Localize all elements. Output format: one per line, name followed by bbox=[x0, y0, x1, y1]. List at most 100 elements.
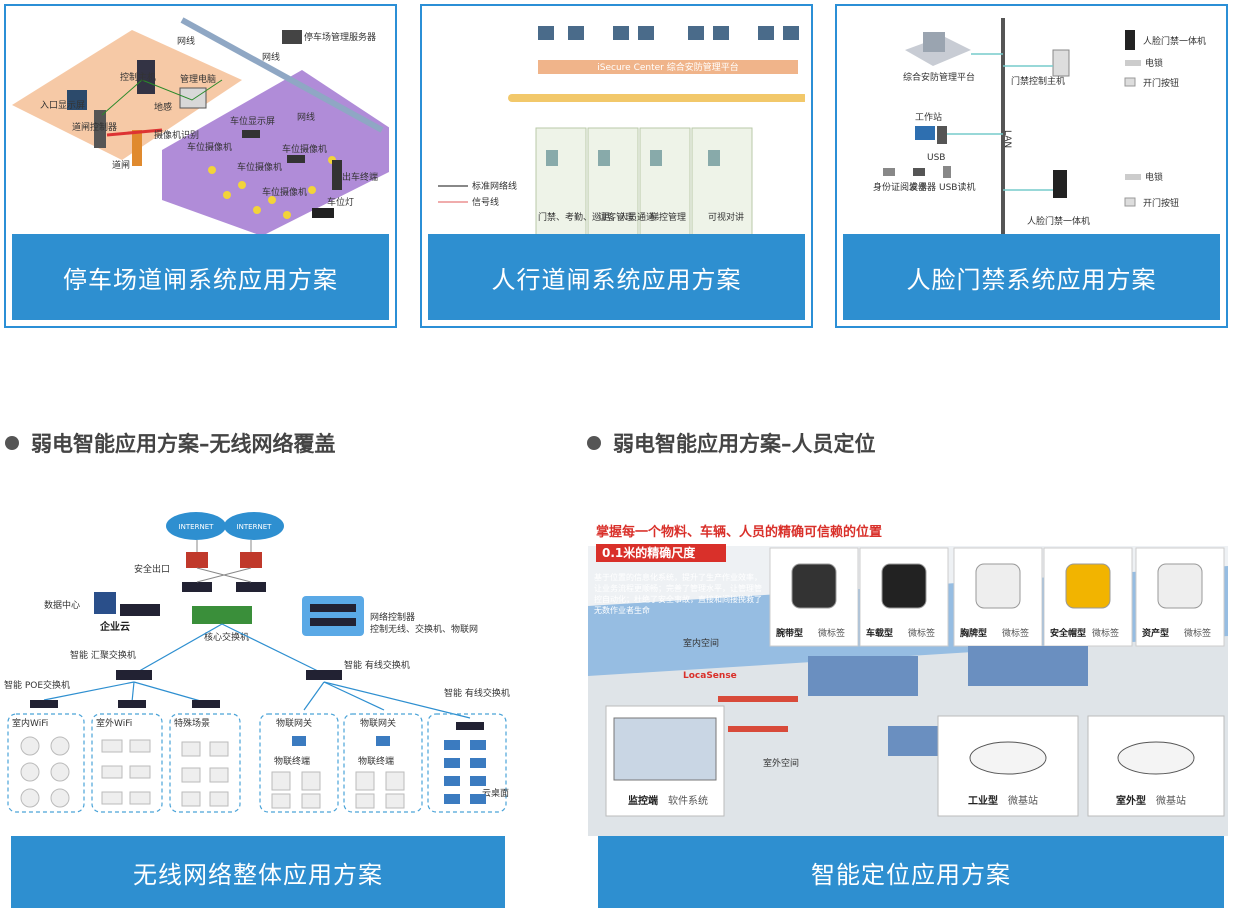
tag-kind: 微标签 bbox=[1184, 627, 1211, 639]
parking-label: 道闸 bbox=[112, 159, 130, 171]
positioning-banner[interactable]: 智能定位应用方案 bbox=[598, 836, 1224, 908]
parking-label: 控制主机 bbox=[120, 71, 156, 83]
tag-device-icon bbox=[1065, 563, 1111, 609]
datacenter-label: 数据中心 bbox=[44, 599, 80, 611]
legend-signal: 信号线 bbox=[472, 196, 499, 208]
face-label: 发卡器 bbox=[909, 181, 936, 193]
indoor-wifi-label: 室内WiFi bbox=[12, 717, 48, 729]
netctrl-note: 控制无线、交换机、物联网 bbox=[370, 623, 478, 635]
parking-label: 入口显示屏 bbox=[40, 100, 85, 111]
tag-type: 资产型 bbox=[1142, 627, 1169, 639]
agg-switch-label: 智能 汇聚交换机 bbox=[70, 649, 136, 661]
group-label: 访客管理 bbox=[598, 211, 634, 223]
face-label: USB读机 bbox=[939, 181, 975, 193]
iot-terminal-label: 物联终端 bbox=[274, 755, 310, 767]
tag-type: 胸牌型 bbox=[960, 627, 987, 639]
positioning-desc: 基于位置的信息化系统，提升了生产作业效率，让业务流程更顺畅；完善了管理水平，让管… bbox=[594, 573, 762, 615]
parking-label: 网线 bbox=[297, 111, 315, 123]
card-banner[interactable]: 人行道闸系统应用方案 bbox=[428, 234, 805, 320]
positioning-diagram: 掌握每一个物料、车辆、人员的精确可信赖的位置 0.1米的精确尺度 基于位置的信息… bbox=[588, 496, 1228, 836]
card-banner[interactable]: 停车场道闸系统应用方案 bbox=[12, 234, 389, 320]
wireless-banner[interactable]: 无线网络整体应用方案 bbox=[11, 836, 505, 908]
pedestrian-gate-diagram: iSecure Center 综合安防管理平台 标准网络线 信号线 门禁、考勤、… bbox=[428, 10, 805, 236]
tag-kind: 微标签 bbox=[818, 627, 845, 639]
face-label: LAN bbox=[1002, 130, 1012, 148]
platform-label: 综合安防管理平台 bbox=[903, 71, 975, 83]
parking-label: 出车终端 bbox=[342, 171, 378, 183]
iot-terminal-label: 物联终端 bbox=[358, 755, 394, 767]
scene-label: LocaSense bbox=[683, 671, 737, 681]
legend-network: 标准网络线 bbox=[472, 180, 517, 192]
section-heading-positioning: 弱电智能应用方案–人员定位 bbox=[587, 428, 876, 458]
parking-label: 车位摄像机 bbox=[187, 141, 232, 153]
platform-label: iSecure Center 综合安防管理平台 bbox=[597, 61, 738, 73]
face-label: 开门按钮 bbox=[1143, 77, 1179, 89]
scene-label: 室外空间 bbox=[763, 757, 799, 769]
parking-label: 道闸控制器 bbox=[72, 121, 117, 133]
face-label: 人脸门禁一体机 bbox=[1143, 35, 1206, 47]
tag-type: 安全帽型 bbox=[1050, 627, 1086, 639]
card-banner[interactable]: 人脸门禁系统应用方案 bbox=[843, 234, 1220, 320]
tag-type: 腕带型 bbox=[776, 627, 803, 639]
section-heading-wireless: 弱电智能应用方案–无线网络覆盖 bbox=[5, 428, 336, 458]
iot-gateway-label: 物联网关 bbox=[276, 717, 312, 729]
face-access-diagram: 综合安防管理平台 门禁控制主机 人脸门禁一体机 电锁 开门按钮 工作站 LAN … bbox=[843, 10, 1220, 236]
tag-device-icon bbox=[791, 563, 837, 609]
face-label: 电锁 bbox=[1145, 57, 1163, 69]
station-kind: 微基站 bbox=[1008, 794, 1038, 807]
parking-gate-card[interactable]: 停车场管理服务器 网线 网线 网线 控制主机 管理电脑 入口显示屏 道闸控制器 … bbox=[4, 4, 397, 328]
cloud-desktop-label: 云桌面 bbox=[482, 787, 509, 799]
core-switch-label: 核心交换机 bbox=[204, 631, 249, 643]
tag-device-icon bbox=[1157, 563, 1203, 609]
tag-kind: 微标签 bbox=[1002, 627, 1029, 639]
bullet-icon bbox=[5, 436, 19, 450]
station-type: 室外型 bbox=[1116, 794, 1146, 807]
parking-gate-diagram: 停车场管理服务器 网线 网线 网线 控制主机 管理电脑 入口显示屏 道闸控制器 … bbox=[12, 10, 389, 236]
wired-switch-label: 智能 有线交换机 bbox=[344, 659, 410, 671]
group-label: 门禁、考勤、巡更、人员通道 bbox=[538, 211, 655, 223]
face-label: 身份证阅读器 bbox=[873, 181, 927, 193]
parking-label: 车位摄像机 bbox=[237, 161, 282, 173]
scene-label: 室内空间 bbox=[683, 637, 719, 649]
face-label: 工作站 bbox=[915, 111, 942, 123]
parking-label: 网线 bbox=[262, 51, 280, 63]
tag-device-icon bbox=[881, 563, 927, 609]
station-kind: 微基站 bbox=[1156, 794, 1186, 807]
face-label: 门禁控制主机 bbox=[1011, 75, 1065, 87]
positioning-subline: 0.1米的精确尺度 bbox=[602, 545, 696, 560]
monitor-type: 监控端 bbox=[628, 794, 658, 807]
tag-cards: 腕带型微标签车载型微标签胸牌型微标签安全帽型微标签资产型微标签 bbox=[769, 547, 1225, 647]
station-type: 工业型 bbox=[968, 794, 998, 807]
face-label: 开门按钮 bbox=[1143, 197, 1179, 209]
outdoor-wifi-label: 室外WiFi bbox=[96, 717, 132, 729]
netctrl-label: 网络控制器 bbox=[370, 611, 415, 623]
wired-switch-label: 智能 有线交换机 bbox=[444, 687, 510, 699]
group-label: 梯控管理 bbox=[650, 211, 686, 223]
tag-kind: 微标签 bbox=[908, 627, 935, 639]
parking-label: 车位摄像机 bbox=[282, 143, 327, 155]
pedestrian-gate-card[interactable]: iSecure Center 综合安防管理平台 标准网络线 信号线 门禁、考勤、… bbox=[420, 4, 813, 328]
parking-label: 摄像机识别 bbox=[154, 129, 199, 141]
face-label: 电锁 bbox=[1145, 171, 1163, 183]
parking-label: 地感 bbox=[154, 101, 172, 113]
section-title: 弱电智能应用方案–无线网络覆盖 bbox=[31, 432, 336, 456]
exit-label: 安全出口 bbox=[134, 563, 170, 575]
tag-kind: 微标签 bbox=[1092, 627, 1119, 639]
parking-server-label: 停车场管理服务器 bbox=[304, 31, 376, 43]
parking-label: 车位灯 bbox=[327, 196, 354, 208]
internet-label: INTERNET bbox=[179, 523, 215, 531]
face-access-card[interactable]: 综合安防管理平台 门禁控制主机 人脸门禁一体机 电锁 开门按钮 工作站 LAN … bbox=[835, 4, 1228, 328]
section-title: 弱电智能应用方案–人员定位 bbox=[613, 432, 876, 456]
internet-label: INTERNET bbox=[237, 523, 273, 531]
cloud-label: 企业云 bbox=[99, 620, 130, 633]
parking-label: 车位显示屏 bbox=[230, 115, 275, 127]
parking-label: 车位摄像机 bbox=[262, 186, 307, 198]
wireless-diagram: INTERNET INTERNET 安全出口 数据中心 企业云 核心交换机 网络… bbox=[4, 496, 512, 836]
group-label: 可视对讲 bbox=[708, 211, 744, 223]
positioning-headline: 掌握每一个物料、车辆、人员的精确可信赖的位置 bbox=[596, 524, 882, 540]
parking-label: 网线 bbox=[177, 35, 195, 47]
poe-switch-label: 智能 POE交换机 bbox=[4, 679, 70, 691]
iot-gateway-label: 物联网关 bbox=[360, 717, 396, 729]
monitor-kind: 软件系统 bbox=[668, 794, 708, 807]
